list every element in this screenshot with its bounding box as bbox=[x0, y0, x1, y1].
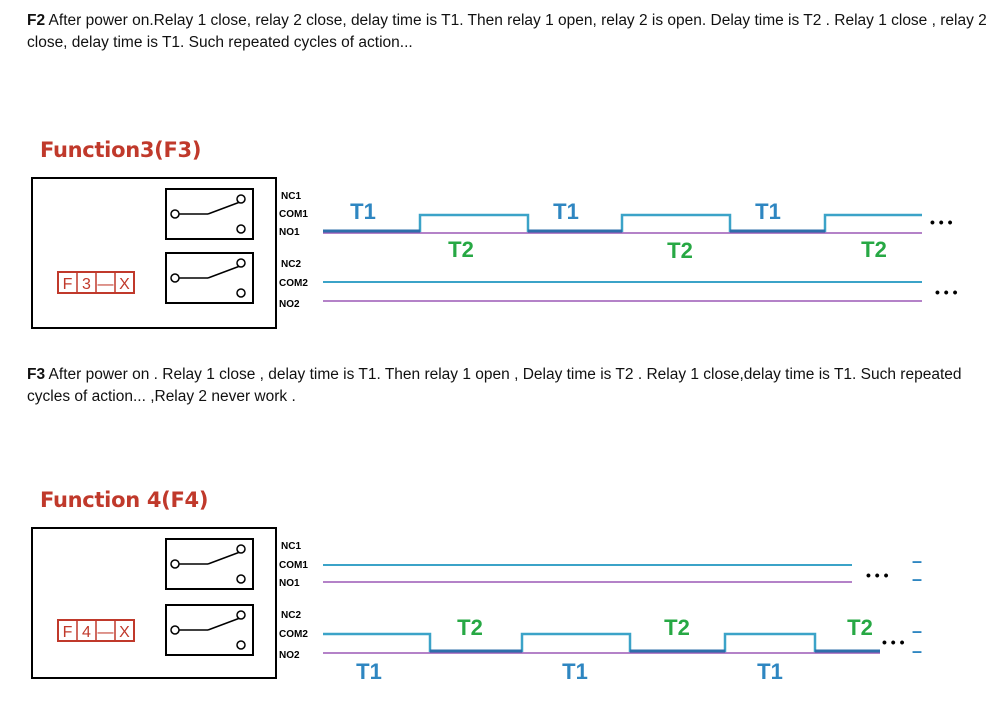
f4-mode-char-1: F bbox=[63, 624, 73, 641]
f2-text: After power on.Relay 1 close, relay 2 cl… bbox=[27, 12, 987, 51]
f3-pin-no1: NO1 bbox=[279, 227, 300, 238]
f4-relay1-switch-icon bbox=[165, 538, 254, 590]
f2-description: F2 After power on.Relay 1 close, relay 2… bbox=[27, 10, 987, 54]
f4-dash-1: – bbox=[912, 551, 922, 571]
f3-t1-label-3: T1 bbox=[755, 199, 781, 224]
f3-ellipsis-2: • • • bbox=[935, 284, 958, 300]
f3-relay1-switch-icon bbox=[165, 188, 254, 240]
f4-pin-com1: COM1 bbox=[279, 560, 308, 571]
f4-dash-4: – bbox=[912, 641, 922, 661]
f4-pin-com2: COM2 bbox=[279, 629, 308, 640]
f3-t2-label-2: T2 bbox=[667, 238, 693, 263]
f4-pin-nc2: NC2 bbox=[281, 610, 301, 621]
f4-t2-label-3: T2 bbox=[847, 615, 873, 640]
function4-diagram: F 4 — X NC1 COM1 NO1 NC2 COM2 NO2 T2 T2 … bbox=[31, 527, 922, 684]
f3-relay2-switch-icon bbox=[165, 252, 254, 304]
f4-mode-char-4: X bbox=[119, 624, 130, 641]
f4-relay2-waveform bbox=[323, 632, 880, 653]
f3-pin-nc1: NC1 bbox=[281, 191, 301, 202]
f3-relay1-waveform bbox=[323, 213, 922, 233]
f3-mode-char-4: X bbox=[119, 276, 130, 293]
function4-title: Function 4(F4) bbox=[40, 488, 209, 512]
f3-ellipsis-1: • • • bbox=[930, 214, 953, 230]
function3-title: Function3(F3) bbox=[40, 138, 202, 162]
f4-dash-3: – bbox=[912, 621, 922, 641]
f4-t2-label-1: T2 bbox=[457, 615, 483, 640]
f4-relay2-switch-icon bbox=[165, 604, 254, 656]
f3-pin-no2: NO2 bbox=[279, 299, 300, 310]
f4-t1-label-3: T1 bbox=[757, 659, 783, 684]
f3-label: F3 bbox=[27, 366, 46, 383]
f3-text: After power on . Relay 1 close , delay t… bbox=[27, 366, 962, 405]
f3-t2-label-3: T2 bbox=[861, 237, 887, 262]
f3-mode-char-2: 3 bbox=[82, 276, 91, 293]
f3-t1-label-2: T1 bbox=[553, 199, 579, 224]
f3-mode-display: F 3 — X bbox=[57, 271, 135, 294]
f4-mode-display: F 4 — X bbox=[57, 619, 135, 642]
f4-mode-char-3: — bbox=[98, 624, 114, 641]
f3-mode-char-1: F bbox=[63, 276, 73, 293]
f3-pin-com2: COM2 bbox=[279, 278, 308, 289]
f4-ellipsis-1: • • • bbox=[866, 567, 889, 583]
f4-t2-label-2: T2 bbox=[664, 615, 690, 640]
f3-description: F3 After power on . Relay 1 close , dela… bbox=[27, 364, 987, 408]
f4-pin-no2: NO2 bbox=[279, 650, 300, 661]
f4-pin-nc1: NC1 bbox=[281, 541, 301, 552]
f4-t1-label-2: T1 bbox=[562, 659, 588, 684]
f4-ellipsis-2: • • • bbox=[882, 634, 905, 650]
function3-diagram: F 3 — X NC1 COM1 NO1 NC2 COM2 NO2 T1 T1 … bbox=[31, 177, 958, 329]
f3-t1-label-1: T1 bbox=[350, 199, 376, 224]
f3-module-box bbox=[31, 177, 277, 329]
f3-pin-nc2: NC2 bbox=[281, 259, 301, 270]
f4-module-box bbox=[31, 527, 277, 679]
f4-t1-label-1: T1 bbox=[356, 659, 382, 684]
f4-dash-2: – bbox=[912, 569, 922, 589]
f3-pin-com1: COM1 bbox=[279, 209, 308, 220]
f4-pin-no1: NO1 bbox=[279, 578, 300, 589]
f2-label: F2 bbox=[27, 12, 46, 29]
f3-mode-char-3: — bbox=[98, 276, 114, 293]
f3-t2-label-1: T2 bbox=[448, 237, 474, 262]
f4-mode-char-2: 4 bbox=[82, 624, 91, 641]
